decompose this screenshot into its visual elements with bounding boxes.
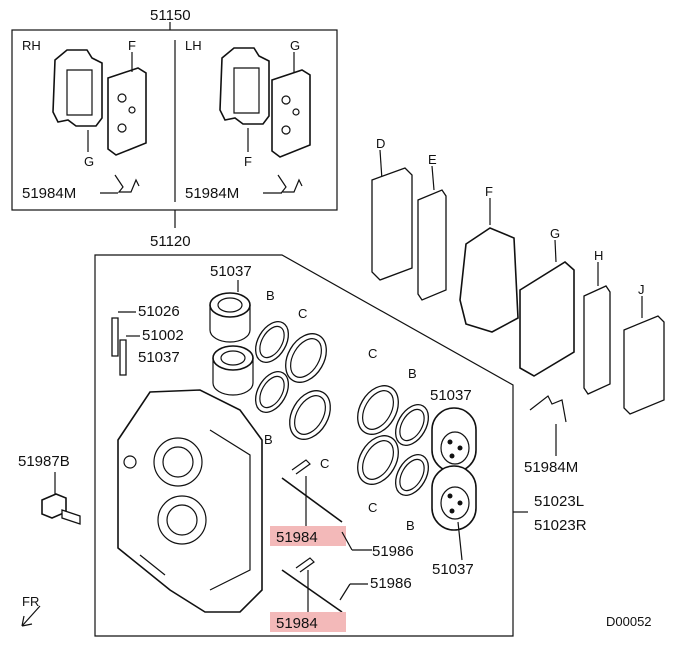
piston-upper-left — [209, 292, 251, 343]
seal-c-4 — [357, 435, 399, 485]
shim-h — [583, 285, 611, 395]
seal-c-2 — [289, 390, 331, 440]
label-b-3: B — [408, 366, 417, 381]
pad-f — [459, 227, 519, 333]
label-shim-kit-right: 51984M — [524, 459, 578, 476]
bleeder-cap — [119, 339, 127, 376]
caliper-body — [117, 389, 263, 613]
label-c-1: C — [298, 306, 307, 321]
label-h: H — [594, 248, 603, 263]
clip-upper — [291, 459, 311, 475]
label-lh-f: F — [244, 154, 252, 169]
highlight-clip-upper — [270, 526, 346, 546]
seal-c-3 — [357, 385, 399, 435]
label-j: J — [638, 282, 645, 297]
label-caliper-r: 51023R — [534, 517, 587, 534]
seal-b-4 — [394, 454, 430, 496]
rh-pad-g — [52, 49, 103, 127]
label-c-4: C — [368, 500, 377, 515]
seal-b-3 — [394, 404, 430, 446]
rh-pad-f — [107, 67, 147, 156]
shim-j — [623, 315, 665, 415]
shim-d — [371, 167, 413, 281]
label-lh-shim: 51984M — [185, 185, 239, 202]
seal-b-1 — [254, 321, 290, 363]
piston-upper-right — [431, 407, 477, 473]
label-rh: RH — [22, 38, 41, 53]
lh-shim-clip — [277, 174, 303, 193]
pin-lower — [281, 569, 343, 613]
label-piston-1: 51037 — [210, 263, 252, 280]
label-d: D — [376, 136, 385, 151]
label-e: E — [428, 152, 437, 167]
label-lh-g: G — [290, 38, 300, 53]
label-lh: LH — [185, 38, 202, 53]
label-fr: FR — [22, 594, 39, 609]
rh-shim-clip — [114, 174, 140, 193]
label-b-2: B — [264, 432, 273, 447]
label-piston-4: 51037 — [432, 561, 474, 578]
diagram-code: D00052 — [606, 614, 652, 629]
label-b-4: B — [406, 518, 415, 533]
seal-c-1 — [285, 333, 327, 383]
label-g: G — [550, 226, 560, 241]
seal-b-2 — [254, 371, 290, 413]
pin-upper — [281, 477, 343, 523]
label-f: F — [485, 184, 493, 199]
lh-pad-g — [271, 69, 311, 158]
label-pin-upper: 51986 — [372, 543, 414, 560]
caliper-assy-boundary — [94, 254, 514, 637]
label-clip-upper[interactable]: 51984 — [276, 529, 318, 546]
shim-clip-right — [529, 395, 567, 423]
label-pad-kit: 51150 — [150, 7, 191, 24]
label-clip-lower[interactable]: 51984 — [276, 615, 318, 632]
label-rh-g: G — [84, 154, 94, 169]
label-c-3: C — [368, 346, 377, 361]
front-arrow-icon — [21, 605, 41, 627]
label-c-2: C — [320, 456, 329, 471]
piston-lower-left — [212, 345, 254, 396]
label-rh-shim: 51984M — [22, 185, 76, 202]
label-piston-3: 51037 — [430, 387, 472, 404]
pad-g — [519, 261, 575, 377]
mounting-bolt — [41, 493, 81, 525]
label-bleeder: 51026 — [138, 303, 180, 320]
label-rh-f: F — [128, 38, 136, 53]
label-caliper-assy: 51120 — [150, 233, 191, 250]
label-piston-2: 51037 — [138, 349, 180, 366]
lh-pad-f — [219, 47, 270, 125]
label-cap: 51002 — [142, 327, 184, 344]
clip-lower — [295, 557, 315, 573]
label-caliper-l: 51023L — [534, 493, 584, 510]
label-bolt: 51987B — [18, 453, 70, 470]
piston-lower-right — [431, 465, 477, 531]
bleeder-screw — [111, 317, 119, 357]
label-pin-lower: 51986 — [370, 575, 412, 592]
highlight-clip-lower — [270, 612, 346, 632]
label-b-1: B — [266, 288, 275, 303]
shim-e — [417, 189, 447, 301]
